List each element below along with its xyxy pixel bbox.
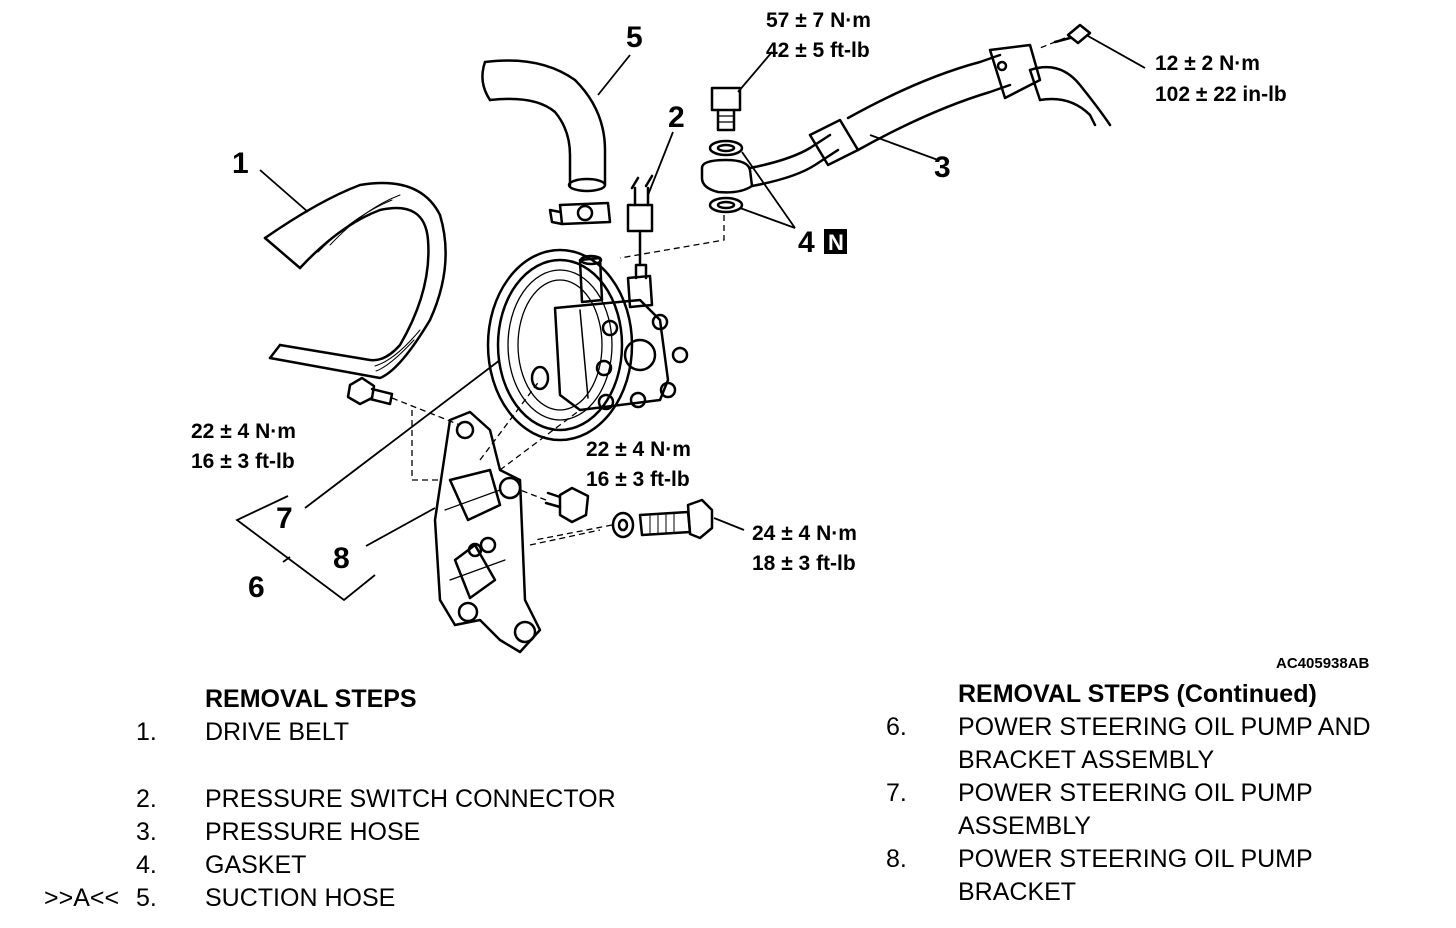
leader-7 — [304, 359, 501, 509]
step-row-continued: BRACKET ASSEMBLY — [0, 744, 1456, 777]
step-number: 5. — [136, 884, 157, 912]
torque-clamp-inlb: 102 ± 22 in-lb — [1155, 83, 1287, 106]
step-text: PRESSURE HOSE — [205, 818, 421, 846]
leader-1 — [259, 169, 309, 213]
step-text: ASSEMBLY — [958, 812, 1091, 840]
removal-steps-continued-heading: REMOVAL STEPS (Continued) — [0, 678, 1456, 711]
leader-banjo — [737, 51, 773, 93]
step-row: 1. DRIVE BELT — [0, 716, 700, 749]
step-row: 2. PRESSURE SWITCH CONNECTOR — [0, 783, 700, 816]
leader-4a — [741, 151, 796, 229]
callout-4: 4 — [798, 226, 815, 259]
callout-6: 6 — [248, 571, 265, 604]
step-row: >>A<< 5. SUCTION HOSE — [0, 882, 700, 915]
step-number: 4. — [136, 851, 157, 879]
step-text: GASKET — [205, 851, 307, 879]
callout-1: 1 — [232, 147, 249, 180]
removal-steps-left: REMOVAL STEPS 1. DRIVE BELT 2. PRESSURE … — [0, 683, 700, 915]
torque-banjo-nm: 57 ± 7 N·m — [766, 9, 871, 32]
step-text: POWER STEERING OIL PUMP — [958, 845, 1313, 873]
step-text: BRACKET ASSEMBLY — [958, 746, 1215, 774]
heading-text: REMOVAL STEPS (Continued) — [958, 680, 1317, 708]
step-text: SUCTION HOSE — [205, 884, 396, 912]
step-row: 4. GASKET — [0, 849, 700, 882]
torque-lower-ftlb: 18 ± 3 ft-lb — [752, 552, 856, 575]
callout-5: 5 — [626, 21, 643, 54]
exploded-view-diagram: 1 5 2 3 4 N 7 8 6 57 ± 7 N·m 42 ± 5 ft-l… — [191, 9, 1370, 672]
callout-3: 3 — [934, 151, 951, 184]
step-row: 6. POWER STEERING OIL PUMP AND — [0, 711, 1456, 744]
pressure-switch-connector — [626, 174, 654, 267]
step-row-continued: BRACKET — [0, 876, 1456, 909]
step-number: 3. — [136, 818, 157, 846]
step-reference-mark: >>A<< — [44, 884, 120, 912]
heading-text: REMOVAL STEPS — [205, 685, 417, 713]
leader-6 — [282, 556, 291, 563]
pump-bracket — [433, 410, 542, 654]
step-row: 8. POWER STEERING OIL PUMP — [0, 843, 1456, 876]
step-number: 6. — [886, 713, 907, 741]
torque-left-nm: 22 ± 4 N·m — [191, 420, 296, 443]
bracket-6 — [235, 495, 376, 602]
step-number: 2. — [136, 785, 157, 813]
leader-4b — [739, 207, 796, 229]
bracket-bolts — [346, 376, 714, 540]
torque-left-ftlb: 16 ± 3 ft-lb — [191, 450, 295, 473]
step-row-continued: ASSEMBLY — [0, 810, 1456, 843]
leader-8 — [365, 507, 436, 547]
step-row: 7. POWER STEERING OIL PUMP — [0, 777, 1456, 810]
step-number: 7. — [886, 779, 907, 807]
pressure-hose — [700, 23, 1112, 214]
callout-7: 7 — [276, 502, 293, 535]
leader-lower — [713, 517, 745, 531]
figure-code: AC405938AB — [1276, 655, 1370, 672]
step-text: PRESSURE SWITCH CONNECTOR — [205, 785, 616, 813]
torque-banjo-ftlb: 42 ± 5 ft-lb — [766, 39, 870, 62]
step-text: DRIVE BELT — [205, 718, 350, 746]
new-part-badge-letter: N — [828, 230, 844, 255]
removal-steps-right: REMOVAL STEPS (Continued) 6. POWER STEER… — [0, 678, 1456, 909]
removal-steps-heading: REMOVAL STEPS — [0, 683, 700, 716]
step-number: 8. — [886, 845, 907, 873]
step-number: 1. — [136, 718, 157, 746]
new-part-badge — [824, 229, 847, 254]
step-text: POWER STEERING OIL PUMP — [958, 779, 1313, 807]
torque-mid-ftlb: 16 ± 3 ft-lb — [586, 468, 690, 491]
step-row: 3. PRESSURE HOSE — [0, 816, 700, 849]
power-steering-pump — [486, 248, 689, 442]
torque-mid-nm: 22 ± 4 N·m — [586, 438, 691, 461]
torque-lower-nm: 24 ± 4 N·m — [752, 522, 857, 545]
leader-clamp — [1087, 35, 1146, 69]
leader-5 — [597, 54, 631, 96]
leader-3 — [869, 134, 939, 161]
callout-2: 2 — [668, 101, 685, 134]
callout-8: 8 — [333, 542, 350, 575]
torque-clamp-nm: 12 ± 2 N·m — [1155, 52, 1260, 75]
step-text: BRACKET — [958, 878, 1077, 906]
step-text: POWER STEERING OIL PUMP AND — [958, 713, 1371, 741]
suction-hose — [481, 59, 612, 226]
leader-2 — [647, 131, 674, 196]
drive-belt — [263, 181, 447, 380]
